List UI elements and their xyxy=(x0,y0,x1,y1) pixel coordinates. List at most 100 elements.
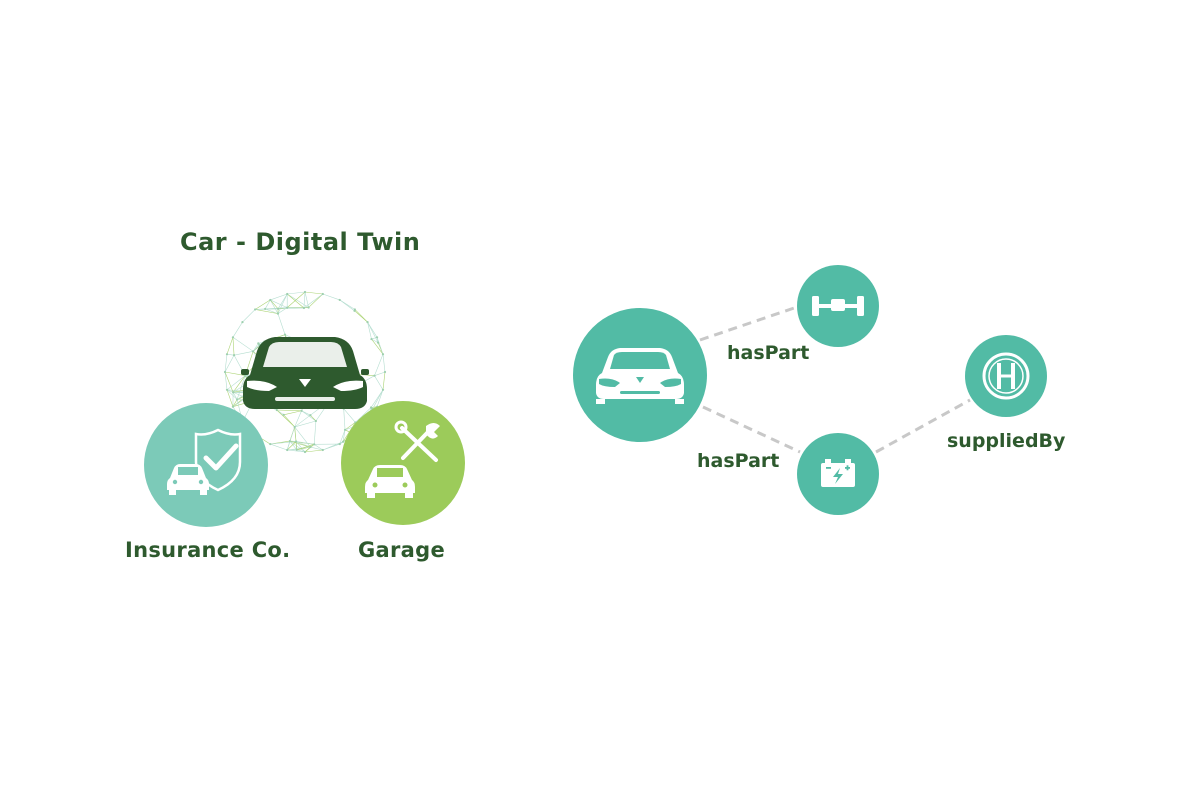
car-node xyxy=(573,308,707,442)
globe-mesh-node xyxy=(241,321,244,324)
globe-mesh-line xyxy=(286,426,295,451)
globe-mesh-line xyxy=(304,291,323,295)
globe-mesh-line xyxy=(224,355,235,373)
shield-check-icon xyxy=(194,428,242,492)
edge-label-has-part-battery: hasPart xyxy=(697,450,780,472)
globe-mesh-line xyxy=(310,446,323,451)
globe-mesh-node xyxy=(293,425,296,429)
globe-mesh-line xyxy=(295,441,306,453)
globe-mesh-line xyxy=(289,440,306,453)
globe-mesh-node xyxy=(375,336,379,339)
globe-mesh-line xyxy=(287,291,306,295)
globe-mesh-line xyxy=(286,441,297,451)
globe-mesh-line xyxy=(255,308,266,310)
globe-mesh-line xyxy=(287,293,305,309)
globe-mesh-node xyxy=(269,298,272,302)
globe-mesh-line xyxy=(265,308,279,314)
globe-mesh-line xyxy=(296,444,315,451)
globe-mesh-line xyxy=(232,337,235,356)
globe-mesh-line xyxy=(270,293,288,301)
digital-twin-title: Car - Digital Twin xyxy=(180,228,421,256)
globe-mesh-line xyxy=(294,410,302,428)
globe-mesh-node xyxy=(223,370,227,374)
globe-mesh-line xyxy=(310,414,317,422)
globe-mesh-line xyxy=(303,293,323,309)
globe-mesh-node xyxy=(321,448,324,452)
globe-mesh-line xyxy=(242,309,256,323)
globe-mesh-line xyxy=(339,299,356,310)
globe-mesh-line xyxy=(226,337,234,355)
insurance-node xyxy=(144,403,268,527)
globe-mesh-line xyxy=(314,444,323,451)
globe-mesh-node xyxy=(283,333,287,336)
globe-mesh-line xyxy=(286,291,306,308)
digital-twin-car-icon xyxy=(241,337,369,409)
globe-mesh-line xyxy=(277,313,286,335)
globe-mesh-line xyxy=(226,353,235,356)
globe-mesh-node xyxy=(231,336,235,339)
globe-mesh-line xyxy=(254,299,271,310)
globe-mesh-line xyxy=(232,321,243,338)
globe-mesh-node xyxy=(370,337,373,341)
globe-mesh-node xyxy=(313,443,316,446)
globe-mesh-node xyxy=(254,308,257,311)
globe-mesh-node xyxy=(269,442,272,446)
globe-mesh-line xyxy=(339,429,346,445)
globe-mesh-node xyxy=(225,388,229,391)
globe-mesh-node xyxy=(381,388,385,391)
globe-mesh-line xyxy=(224,371,234,393)
globe-mesh-line xyxy=(276,409,302,412)
globe-mesh-line xyxy=(226,375,246,391)
globe-mesh-line xyxy=(224,354,228,373)
globe-mesh-line xyxy=(367,322,372,340)
globe-mesh-node xyxy=(302,306,306,310)
edge-label-has-part-axle: hasPart xyxy=(727,342,810,364)
globe-mesh-node xyxy=(286,292,289,296)
globe-mesh-node xyxy=(338,298,341,302)
globe-mesh-node xyxy=(381,353,385,356)
globe-mesh-line xyxy=(304,449,323,453)
axle-node xyxy=(797,265,879,347)
globe-mesh-line xyxy=(294,420,316,428)
globe-mesh-node xyxy=(232,354,236,357)
car-icon xyxy=(365,465,415,498)
globe-mesh-line xyxy=(322,443,340,451)
globe-mesh-node xyxy=(353,308,356,311)
globe-mesh-node xyxy=(225,353,229,356)
globe-mesh-line xyxy=(232,399,238,407)
globe-mesh-node xyxy=(276,307,280,310)
globe-mesh-line xyxy=(226,389,238,400)
globe-mesh-line xyxy=(303,291,306,309)
globe-mesh-node xyxy=(366,321,369,324)
globe-mesh-line xyxy=(370,389,384,408)
globe-mesh-node xyxy=(321,292,324,296)
globe-mesh-node xyxy=(257,342,260,345)
globe-mesh-node xyxy=(341,440,345,443)
globe-mesh-line xyxy=(265,307,288,310)
globe-mesh-line xyxy=(304,444,315,453)
globe-mesh-line xyxy=(287,449,306,453)
globe-mesh-line xyxy=(289,440,298,450)
globe-mesh-line xyxy=(270,443,288,451)
globe-mesh-line xyxy=(224,371,246,376)
globe-mesh-line xyxy=(301,410,311,416)
globe-mesh-line xyxy=(355,407,372,423)
globe-mesh-line xyxy=(371,338,379,343)
globe-mesh-line xyxy=(232,392,238,400)
globe-mesh-node xyxy=(376,341,380,344)
globe-mesh-node xyxy=(244,374,247,377)
edge-car-battery xyxy=(702,405,801,454)
globe-mesh-node xyxy=(300,409,303,412)
globe-mesh-line xyxy=(382,354,386,373)
globe-mesh-line xyxy=(283,414,295,428)
globe-mesh-node xyxy=(286,448,289,452)
car-icon xyxy=(167,464,209,495)
axle-icon xyxy=(812,296,864,316)
globe-mesh-line xyxy=(301,410,317,422)
bosch-logo-icon xyxy=(982,352,1030,400)
globe-mesh-line xyxy=(313,420,317,445)
globe-mesh-line xyxy=(277,293,288,314)
globe-mesh-line xyxy=(294,414,311,428)
edge-label-supplied-by: suppliedBy xyxy=(947,430,1066,452)
